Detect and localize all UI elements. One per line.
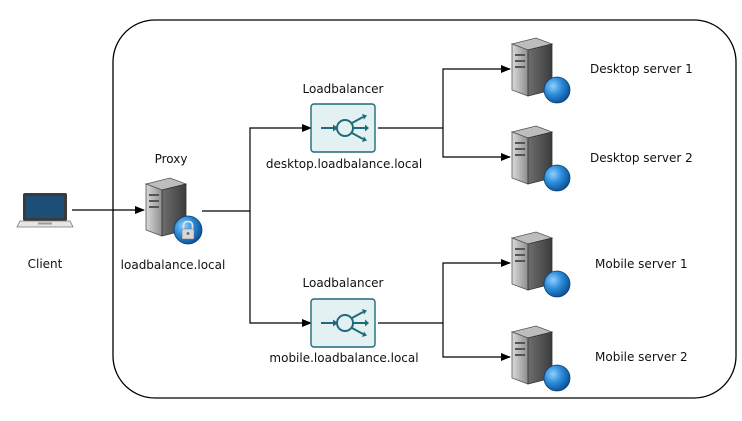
desktop-loadbalancer-host: desktop.loadbalance.local <box>265 157 423 171</box>
globe-icon <box>543 76 571 104</box>
connector-desktop-server-1 <box>442 65 511 128</box>
connector-mobile-server-2 <box>442 323 511 361</box>
globe-icon <box>543 270 571 298</box>
connector-desktop-server-2 <box>442 128 511 161</box>
proxy-title: Proxy <box>154 152 188 166</box>
laptop-icon <box>16 193 74 228</box>
server-icon <box>511 37 571 104</box>
server-icon <box>511 231 571 298</box>
server-icon <box>511 325 571 392</box>
loadbalancer-icon <box>310 298 376 348</box>
proxy-server-icon <box>145 177 203 245</box>
desktop-loadbalancer-title: Loadbalancer <box>302 82 384 96</box>
proxy-host-label: loadbalance.local <box>120 258 226 272</box>
globe-icon <box>543 364 571 392</box>
connectors <box>72 65 511 361</box>
network-boundary <box>112 19 737 399</box>
connector-proxy-mobile-lb <box>249 211 312 327</box>
mobile-loadbalancer-host: mobile.loadbalance.local <box>269 351 419 365</box>
globe-icon <box>543 164 571 192</box>
mobile-loadbalancer-title: Loadbalancer <box>302 276 384 290</box>
connector-proxy-desktop-lb <box>249 124 312 211</box>
mobile-server-1-label: Mobile server 1 <box>595 257 688 271</box>
server-icon <box>511 125 571 192</box>
desktop-server-2-label: Desktop server 2 <box>590 151 693 165</box>
connector-mobile-server-1 <box>442 259 511 323</box>
mobile-server-2-label: Mobile server 2 <box>595 350 688 364</box>
desktop-server-1-label: Desktop server 1 <box>590 62 693 76</box>
lock-icon <box>173 215 203 245</box>
loadbalancer-icon <box>310 103 376 153</box>
client-label: Client <box>27 257 63 271</box>
